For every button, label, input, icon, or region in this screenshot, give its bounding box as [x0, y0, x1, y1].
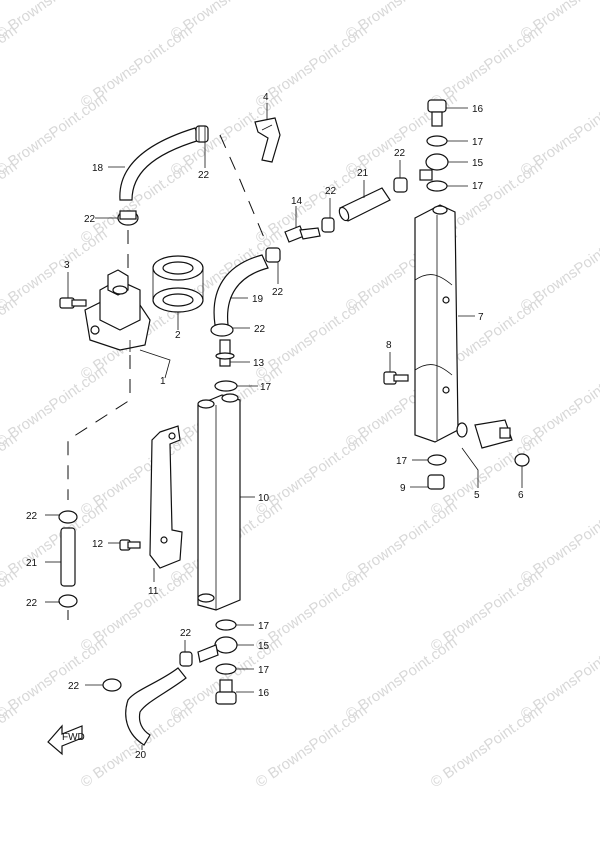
label-22-g: 22	[26, 511, 38, 522]
washer-17-b	[426, 180, 448, 192]
label-15-top: 15	[472, 158, 484, 169]
label-17-e: 17	[258, 621, 270, 632]
label-13: 13	[253, 358, 265, 369]
clip-4	[254, 117, 281, 163]
label-17-top: 17	[472, 137, 484, 148]
bolt-3	[59, 297, 87, 309]
clamp-22-left	[117, 210, 139, 226]
watermark-text: © BrownsPoint.com	[0, 294, 20, 384]
watermark-layer: © BrownsPoint.com© BrownsPoint.com© Brow…	[0, 0, 600, 791]
washer-17-top	[426, 135, 448, 147]
clamp-ring-2	[152, 255, 204, 313]
label-8: 8	[386, 340, 392, 351]
bracket-assembly-1	[84, 269, 151, 352]
label-17-f: 17	[258, 665, 270, 676]
part-labels: 16 4 17 15 18 22 22 21 17 22 14 22 3 22 …	[26, 92, 524, 761]
watermark-text: © BrownsPoint.com	[428, 702, 546, 792]
label-22-a: 22	[198, 170, 210, 181]
label-12: 12	[92, 539, 104, 550]
hose-21-lower	[60, 527, 76, 587]
label-20: 20	[135, 750, 147, 761]
clamp-22-lower-2	[58, 594, 78, 608]
label-4: 4	[263, 92, 269, 103]
label-3: 3	[64, 260, 70, 271]
clamp-22-hose-19-top	[265, 247, 281, 263]
label-11: 11	[148, 586, 159, 597]
connector-14	[284, 225, 321, 243]
label-22-d: 22	[84, 214, 96, 225]
bolt-8	[383, 371, 409, 385]
label-19: 19	[252, 294, 264, 305]
label-9: 9	[400, 483, 406, 494]
hose-19	[213, 254, 269, 326]
label-17-b: 17	[472, 181, 484, 192]
label-15-lower: 15	[258, 641, 270, 652]
bolt-12	[119, 539, 141, 551]
nipple-13	[215, 339, 235, 367]
clamp-22-mid	[321, 217, 335, 233]
label-17-d: 17	[396, 456, 408, 467]
fuel-rail-7	[414, 204, 459, 443]
leader-lines	[45, 103, 523, 750]
bolt-16-top	[427, 99, 447, 127]
label-22-e: 22	[272, 287, 284, 298]
clamp-22-upper-right	[393, 177, 408, 193]
washer-17-e	[215, 663, 237, 675]
label-21-lower: 21	[26, 558, 38, 569]
washer-17-c	[427, 454, 447, 466]
label-6: 6	[518, 490, 524, 501]
label-22-j: 22	[68, 681, 80, 692]
o-ring	[456, 422, 468, 438]
label-22-h: 22	[26, 598, 38, 609]
watermark-text: © BrownsPoint.com	[0, 226, 110, 316]
label-16-lower: 16	[258, 688, 270, 699]
watermark-text: © BrownsPoint.com	[0, 702, 20, 792]
label-18: 18	[92, 163, 104, 174]
label-21-top: 21	[357, 168, 369, 179]
clamp-22-top-left	[195, 125, 209, 143]
watermark-text: © BrownsPoint.com	[0, 362, 110, 452]
fuel-rail-10	[197, 393, 241, 611]
watermark-text: © BrownsPoint.com	[0, 430, 20, 520]
label-22-i: 22	[180, 628, 192, 639]
plug-9	[427, 474, 445, 490]
injector-5	[474, 419, 513, 449]
label-1: 1	[160, 376, 166, 387]
label-22-f: 22	[254, 324, 266, 335]
watermark-text: © BrownsPoint.com	[0, 158, 20, 248]
banjo-15-bottom	[197, 636, 238, 663]
bracket-11	[149, 425, 183, 569]
watermark-text: © BrownsPoint.com	[253, 702, 371, 792]
washer-17-d	[215, 619, 237, 631]
washer-17-a	[214, 380, 238, 392]
label-22-c: 22	[325, 186, 337, 197]
watermark-text: © BrownsPoint.com	[0, 566, 20, 656]
clamp-22-hose-20	[102, 678, 122, 692]
banjo-15-top	[419, 153, 449, 181]
label-2: 2	[175, 330, 181, 341]
label-5: 5	[474, 490, 480, 501]
label-14: 14	[291, 196, 303, 207]
dashed-guides	[67, 134, 266, 620]
clamp-22-bottom	[179, 651, 193, 667]
clamp-22-lower-1	[58, 510, 78, 524]
label-22-b: 22	[394, 148, 406, 159]
fwd-label: FWD	[62, 732, 85, 743]
watermark-text: © BrownsPoint.com	[0, 22, 20, 112]
bolt-16-bottom	[215, 679, 237, 705]
clamp-22-hose-19-bottom	[210, 323, 234, 337]
hose-20	[125, 667, 187, 746]
label-7: 7	[478, 312, 484, 323]
label-10: 10	[258, 493, 270, 504]
cap-6	[514, 453, 530, 467]
label-17-c: 17	[260, 382, 272, 393]
label-16-top: 16	[472, 104, 484, 115]
fwd-arrow-icon: FWD	[47, 724, 85, 756]
watermark-text: © BrownsPoint.com	[0, 634, 110, 724]
